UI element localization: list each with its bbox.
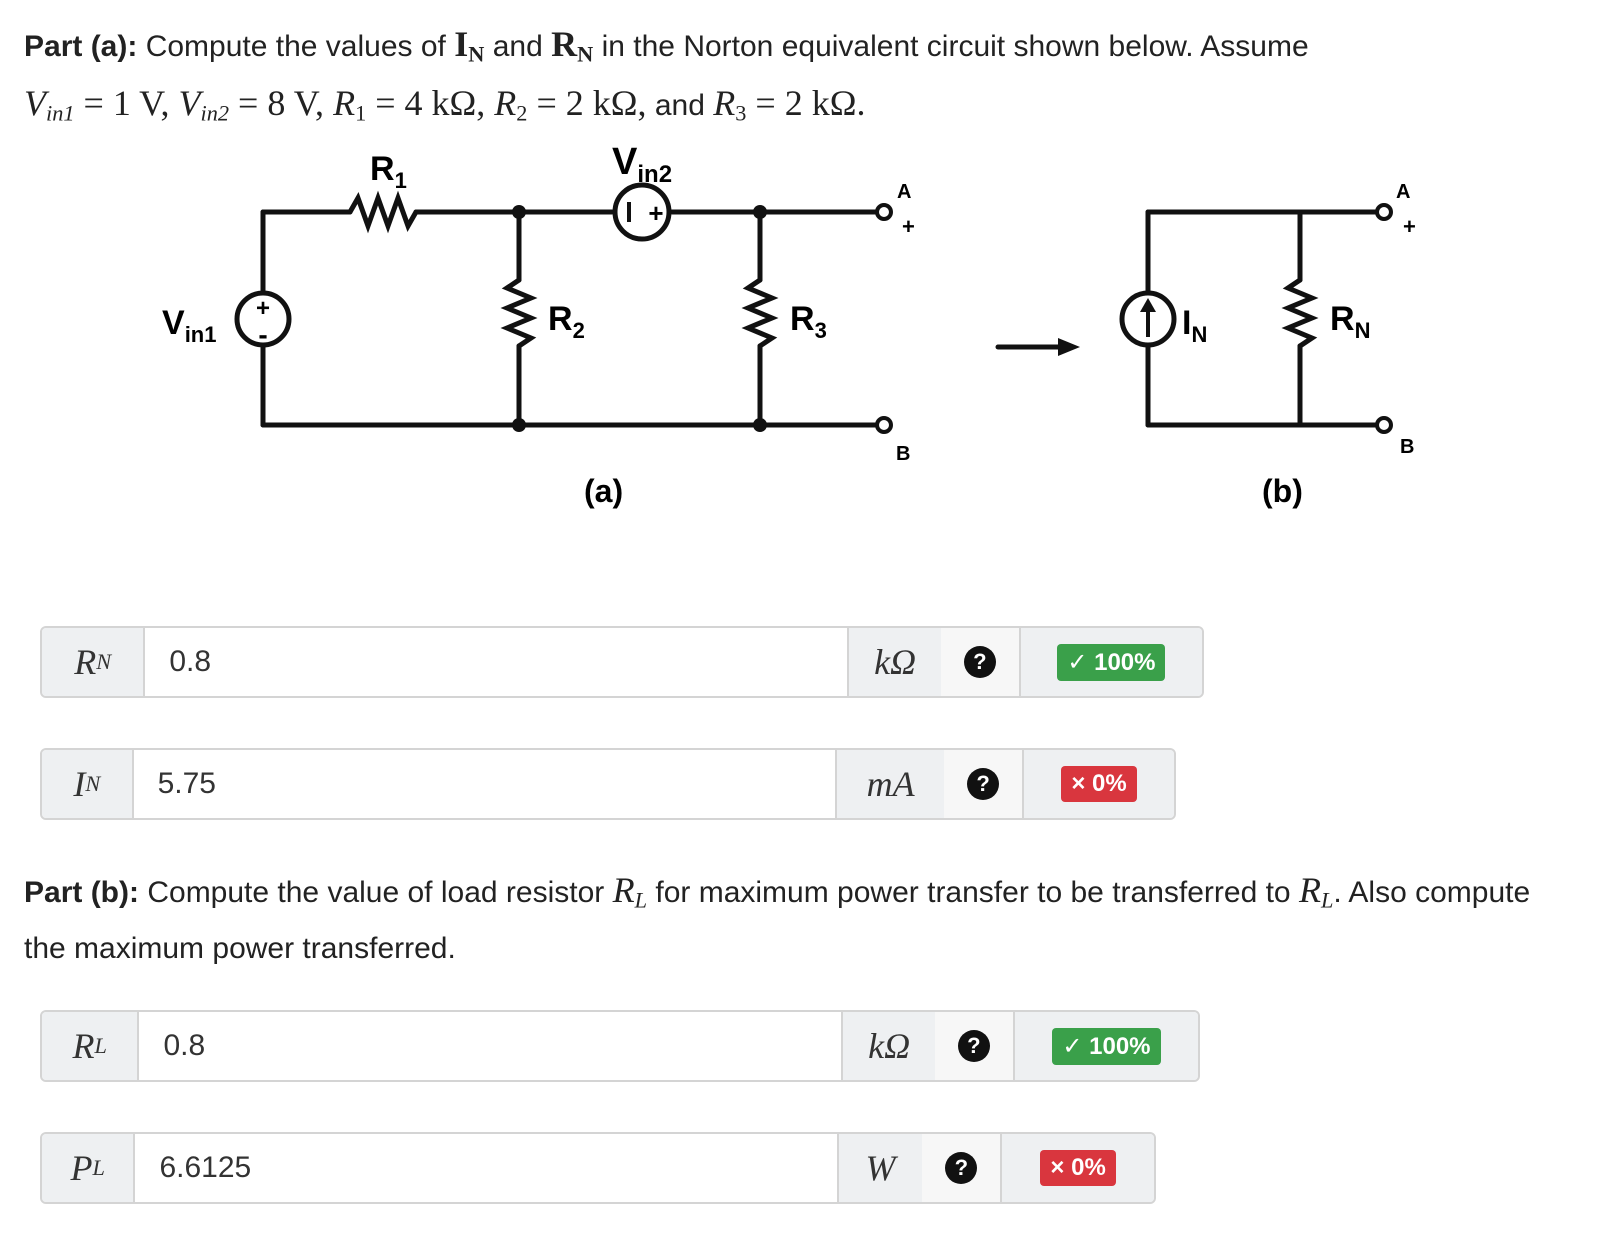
- svg-text:+: +: [648, 198, 663, 228]
- score-badge-box: ✓ 100%: [1018, 628, 1202, 696]
- help-icon[interactable]: ?: [957, 1030, 990, 1062]
- vin1-source-icon: + -: [234, 290, 292, 350]
- score-badge-box: × 0%: [1022, 750, 1174, 818]
- help-icon[interactable]: ?: [945, 1152, 978, 1184]
- help-button[interactable]: ?: [922, 1134, 1001, 1202]
- prompt-text: . Also compute the maximum power transfe…: [24, 876, 1531, 965]
- unit-label: kΩ: [841, 1012, 935, 1080]
- in-symbol: IN: [454, 24, 485, 67]
- terminal-a: [875, 203, 893, 221]
- rn-symbol: RN: [551, 24, 594, 67]
- terminal-b: [875, 416, 893, 434]
- unit-label: mA: [835, 750, 945, 818]
- part-b-prompt: Part (b): Compute the value of load resi…: [24, 866, 1574, 973]
- svg-text:+: +: [256, 295, 270, 322]
- label-rn: RN: [1330, 300, 1370, 343]
- score-badge: ✓ 100%: [1052, 1027, 1161, 1065]
- given-r3: R3 = 2 kΩ.: [713, 82, 866, 126]
- score-badge: × 0%: [1061, 766, 1137, 802]
- help-icon[interactable]: ?: [963, 646, 996, 678]
- unit-label: kΩ: [847, 628, 941, 696]
- prompt-text: and: [492, 30, 543, 63]
- caption-b: (b): [1262, 473, 1303, 509]
- label-vin1: Vin1: [162, 304, 216, 347]
- rl-input[interactable]: 0.8: [163, 1029, 206, 1062]
- part-b-heading: Part (b):: [24, 876, 139, 909]
- rl-symbol: RL: [612, 870, 648, 913]
- label-r3: R3: [790, 300, 827, 343]
- unit-label: W: [836, 1134, 923, 1202]
- arrow-icon: [1058, 338, 1080, 356]
- help-button[interactable]: ?: [940, 628, 1019, 696]
- given-values: Vin1 = 1 V, Vin2 = 8 V, R1 = 4 kΩ, R2 = …: [24, 82, 647, 126]
- help-icon[interactable]: ?: [967, 768, 1000, 800]
- current-source-icon: [1119, 290, 1177, 348]
- label-r2: R2: [548, 300, 585, 343]
- rl-symbol: RL: [1298, 870, 1334, 913]
- part-a-prompt: Part (a): Compute the values of IN and R…: [24, 20, 1564, 137]
- part-a-heading: Part (a):: [24, 30, 138, 63]
- vin2-source-icon: +: [612, 182, 672, 242]
- caption-a: (a): [584, 473, 623, 509]
- label-b: B: [896, 443, 910, 465]
- score-badge-box: × 0%: [1000, 1134, 1155, 1202]
- score-badge: × 0%: [1040, 1150, 1116, 1186]
- svg-text:-: -: [258, 319, 267, 350]
- label-a2: A: [1396, 181, 1410, 203]
- label-r1: R1: [370, 150, 407, 193]
- terminal-b2: [1375, 416, 1393, 434]
- score-badge: ✓ 100%: [1057, 643, 1166, 681]
- plus-a2: +: [1403, 214, 1416, 239]
- rn-input[interactable]: 0.8: [169, 645, 212, 678]
- prompt-text: Compute the values of: [145, 30, 446, 63]
- help-button[interactable]: ?: [934, 1012, 1013, 1080]
- label-vin2: Vin2: [612, 141, 672, 188]
- label-b2: B: [1400, 436, 1414, 458]
- help-button[interactable]: ?: [944, 750, 1023, 818]
- plus-a: +: [902, 214, 915, 239]
- in-input[interactable]: 5.75: [157, 767, 216, 800]
- terminal-a2: [1375, 203, 1393, 221]
- label-a: A: [897, 181, 911, 203]
- label-in: IN: [1182, 304, 1207, 347]
- circuit-diagram: + - + R1 Vin2 Vin1 R2 R3 A + B (a) IN RN…: [162, 141, 1416, 509]
- prompt-text: and: [654, 88, 705, 122]
- prompt-text: for maximum power transfer to be transfe…: [655, 876, 1291, 909]
- prompt-text: in the Norton equivalent circuit shown b…: [601, 30, 1309, 63]
- score-badge-box: ✓ 100%: [1012, 1012, 1198, 1080]
- pl-input[interactable]: 6.6125: [159, 1151, 252, 1184]
- prompt-text: Compute the value of load resistor: [147, 876, 605, 909]
